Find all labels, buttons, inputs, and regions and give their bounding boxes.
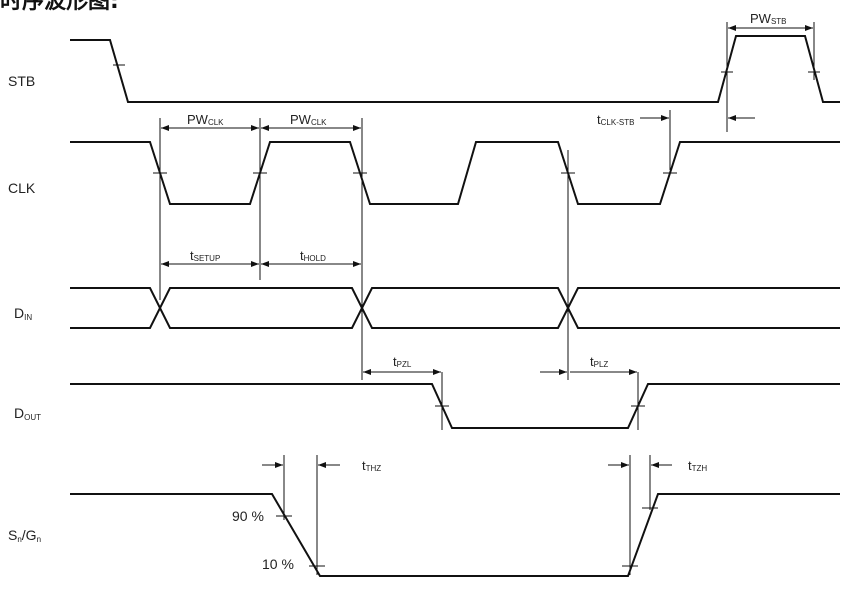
t-setup-label: tSETUP	[190, 248, 220, 263]
level-90-percent: 90 %	[232, 508, 264, 524]
diagram-title: 时序波形图:	[0, 0, 119, 14]
signal-label-clk: CLK	[8, 180, 36, 196]
signal-label-sn-gn: Sn/Gn	[8, 527, 41, 544]
t-thz-label: tTHZ	[362, 458, 381, 473]
signal-label-din: DIN	[14, 305, 32, 322]
t-hold-label: tHOLD	[300, 248, 326, 263]
t-pzl-label: tPZL	[393, 354, 412, 369]
pw-clk2-label: PWCLK	[290, 112, 327, 127]
stb-waveform	[70, 35, 840, 103]
pw-clk1-label: PWCLK	[187, 112, 224, 127]
din-waveform-bottom	[70, 287, 840, 329]
signal-label-dout: DOUT	[14, 405, 41, 422]
pw-stb-label: PWSTB	[750, 11, 787, 26]
t-tzh-label: tTZH	[688, 458, 707, 473]
t-plz-label: tPLZ	[590, 354, 608, 369]
clk-waveform	[70, 141, 840, 205]
level-10-percent: 10 %	[262, 556, 294, 572]
dout-waveform	[70, 383, 840, 429]
din-waveform-top	[70, 287, 840, 329]
sn-gn-waveform	[70, 493, 840, 577]
t-clk-stb-label: tCLK-STB	[597, 112, 634, 127]
signal-label-stb: STB	[8, 73, 35, 89]
